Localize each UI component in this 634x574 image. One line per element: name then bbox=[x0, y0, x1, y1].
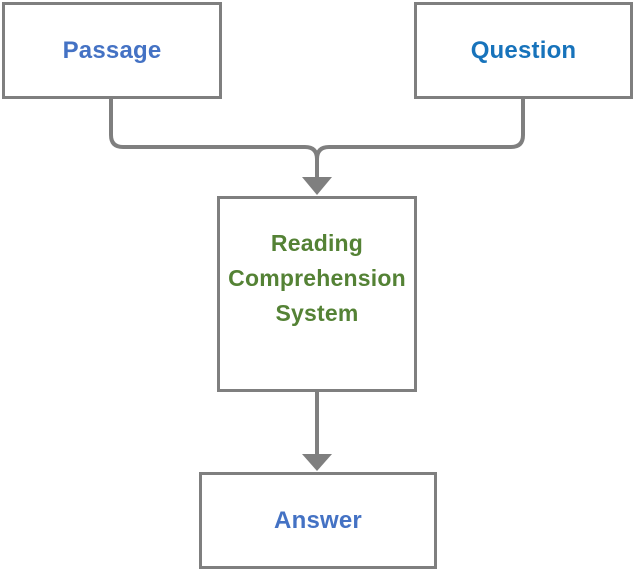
connector-passage-to-system bbox=[109, 99, 319, 178]
node-passage: Passage bbox=[2, 2, 222, 99]
connector-question-to-system bbox=[315, 99, 525, 178]
node-answer-label: Answer bbox=[274, 506, 362, 534]
node-passage-label: Passage bbox=[62, 36, 162, 64]
answer-arrowhead-icon bbox=[302, 454, 332, 471]
node-question-label: Question bbox=[470, 36, 577, 64]
merge-arrowhead-icon bbox=[302, 177, 332, 195]
node-reading-comprehension-system: Reading Comprehension System bbox=[217, 196, 417, 392]
node-system-label: Reading Comprehension System bbox=[228, 229, 406, 326]
node-answer: Answer bbox=[199, 472, 437, 569]
node-question: Question bbox=[414, 2, 633, 99]
